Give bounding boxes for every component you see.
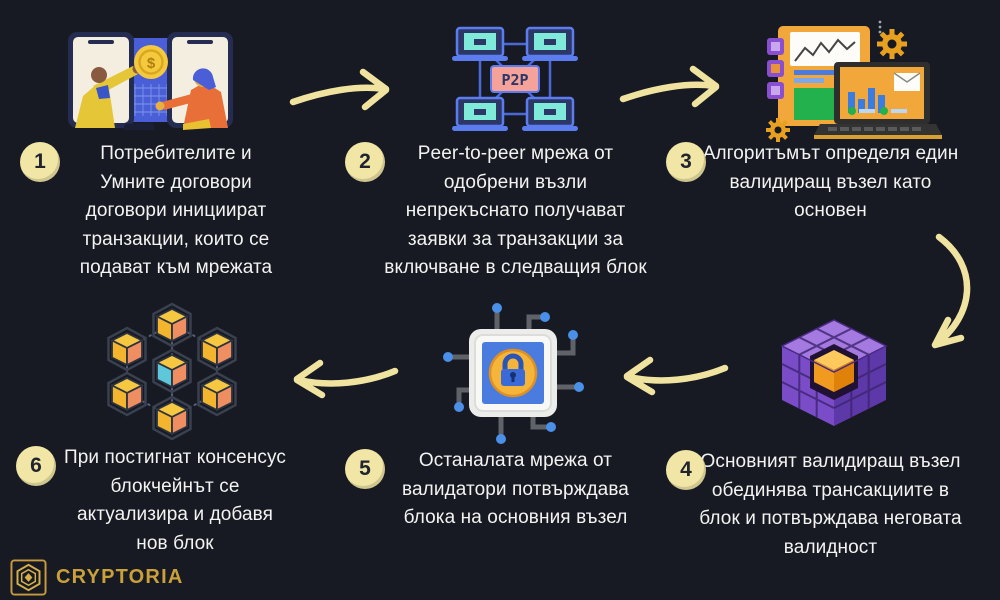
step-4: 4 Основният валидиращ възел обединява тр… xyxy=(660,300,995,562)
step-description: Потребителите и Умните договори договори… xyxy=(79,143,273,278)
p2p-network-icon: P2P xyxy=(452,26,578,131)
step-2: P2P 2 Peer-to-peer мрежа от одобрени въз… xyxy=(335,10,665,283)
step-1: $ 1 Потребителите и Умните договори дого… xyxy=(8,10,298,283)
algorithm-analytics-illustration xyxy=(660,10,995,142)
step-number-badge: 5 xyxy=(345,449,385,489)
step-number-badge: 4 xyxy=(666,450,706,490)
voxel-cube-icon xyxy=(780,319,888,426)
step-5: 5 Останалата мрежа от валидатори потвърж… xyxy=(335,295,665,533)
chip-lock-icon xyxy=(443,303,584,444)
arrow-step1-to-step2-icon xyxy=(289,68,390,111)
arrow-step4-to-step5-icon xyxy=(623,356,729,396)
consensus-cubes-illustration xyxy=(8,298,308,444)
phones-payment-illustration: $ xyxy=(8,10,298,140)
analytics-laptop-icon xyxy=(766,20,942,142)
step-description: Алгоритъмът определя един валидиращ възе… xyxy=(702,143,959,221)
arrow-step2-to-step3-icon xyxy=(619,65,720,108)
p2p-label: P2P xyxy=(501,71,528,89)
cube-network-icon xyxy=(107,302,237,441)
step-3: 3 Алгоритъмът определя един валидиращ въ… xyxy=(660,10,995,226)
security-chip-illustration xyxy=(335,295,665,447)
hexagon-crest-icon xyxy=(10,559,47,596)
step-description: Останалата мрежа от валидатори потвържда… xyxy=(402,450,629,528)
arrow-step3-to-step4-icon xyxy=(931,233,971,349)
phones-payment-icon: $ xyxy=(68,32,233,130)
step-description: При постигнат консенсус блокчейнът се ак… xyxy=(63,447,287,554)
coin-dollar-symbol: $ xyxy=(147,55,156,72)
step-number-badge: 6 xyxy=(16,446,56,486)
p2p-network-illustration: P2P xyxy=(335,10,665,140)
brand-name: CRYPTORIA xyxy=(56,566,184,588)
step-number-badge: 2 xyxy=(345,142,385,182)
step-description: Peer-to-peer мрежа от одобрени възли неп… xyxy=(384,143,647,278)
brand-logo: CRYPTORIA xyxy=(10,559,183,596)
step-6: 6 При постигнат консенсус блокчейнът се … xyxy=(8,298,308,558)
step-number-badge: 1 xyxy=(20,142,60,182)
block-cube-illustration xyxy=(660,300,995,448)
step-description: Основният валидиращ възел обединява тран… xyxy=(699,451,962,558)
arrow-step5-to-step6-icon xyxy=(293,359,399,399)
step-number-badge: 3 xyxy=(666,142,706,182)
